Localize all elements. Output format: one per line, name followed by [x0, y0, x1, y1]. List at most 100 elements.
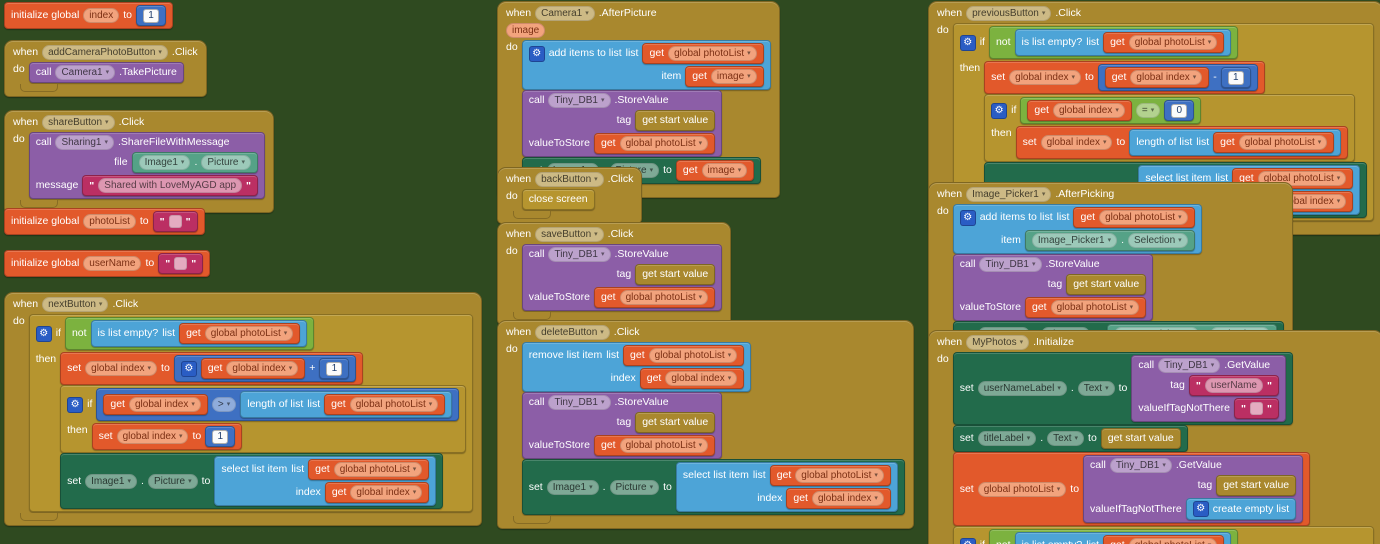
number-input[interactable]: 1: [142, 8, 159, 23]
dropdown-chip[interactable]: saveButton▾: [535, 227, 604, 242]
dropdown-chip[interactable]: addCameraPhotoButton▾: [42, 45, 168, 60]
variable-pill[interactable]: global photoList▾: [1099, 210, 1188, 225]
number-input[interactable]: 0: [1171, 103, 1188, 118]
variable-pill[interactable]: global index▾: [85, 361, 158, 376]
empty-text-block[interactable]: "": [1234, 398, 1279, 419]
variable-pill[interactable]: global photoList▾: [333, 462, 423, 477]
variable-pill[interactable]: global index▾: [1052, 103, 1125, 118]
dropdown-chip[interactable]: deleteButton▾: [535, 325, 610, 340]
dropdown-chip[interactable]: Tiny_DB1▾: [548, 93, 611, 108]
parameter-pill[interactable]: image: [506, 23, 546, 38]
variable-pill[interactable]: global index▾: [116, 429, 189, 444]
dropdown-chip[interactable]: =▾: [1135, 103, 1161, 118]
variable-pill[interactable]: global index▾: [226, 361, 299, 376]
mutator-gear-icon[interactable]: ⚙: [180, 360, 197, 377]
close-screen-block[interactable]: close screen: [521, 189, 595, 210]
dropdown-chip[interactable]: Image_Picker1▾: [966, 187, 1052, 202]
variable-pill[interactable]: global photoList▾: [1050, 300, 1140, 315]
dropdown-chip[interactable]: Tiny_DB1▾: [979, 257, 1042, 272]
variable-pill[interactable]: image▾: [710, 69, 757, 84]
mutator-gear-icon[interactable]: ⚙: [35, 325, 52, 342]
create-empty-list-block[interactable]: ⚙create empty list: [1185, 498, 1297, 520]
text-string-block[interactable]: "userName": [1188, 375, 1279, 396]
get-start-value-block[interactable]: get start value: [635, 412, 716, 433]
variable-pill[interactable]: global photoList▾: [619, 438, 709, 453]
parameter-pill[interactable]: userName: [83, 256, 142, 271]
dropdown-chip[interactable]: Picture▾: [609, 479, 660, 495]
variable-pill[interactable]: global photoList▾: [349, 397, 439, 412]
variable-pill[interactable]: global photoList▾: [619, 290, 709, 305]
dropdown-chip[interactable]: previousButton▾: [966, 6, 1052, 21]
get-start-value-block[interactable]: get start value: [1216, 475, 1297, 496]
mutator-gear-icon[interactable]: ⚙: [959, 209, 976, 226]
dropdown-chip[interactable]: Camera1▾: [535, 6, 595, 21]
number-block[interactable]: 0: [1164, 100, 1195, 121]
empty-string-field[interactable]: [168, 215, 182, 228]
property-getter-block[interactable]: Image1▾.Picture▾: [131, 152, 258, 173]
dropdown-chip[interactable]: >▾: [211, 397, 237, 412]
variable-pill[interactable]: global photoList▾: [1128, 35, 1218, 50]
number-input[interactable]: 1: [326, 361, 343, 376]
dropdown-chip[interactable]: Tiny_DB1▾: [548, 395, 611, 410]
variable-pill[interactable]: global photoList▾: [1238, 135, 1328, 150]
variable-pill[interactable]: global index▾: [1009, 70, 1082, 85]
dropdown-chip[interactable]: Image_Picker1▾: [1031, 233, 1118, 248]
number-block[interactable]: 1: [135, 5, 166, 26]
dropdown-chip[interactable]: Sharing1▾: [55, 135, 114, 150]
dropdown-chip[interactable]: Image1▾: [138, 155, 191, 170]
variable-pill[interactable]: global index▾: [665, 371, 738, 386]
dropdown-chip[interactable]: Tiny_DB1▾: [548, 247, 611, 262]
variable-pill[interactable]: global index▾: [128, 397, 201, 412]
get-start-value-block[interactable]: get start value: [1100, 428, 1181, 449]
dropdown-chip[interactable]: MyPhotos▾: [966, 335, 1030, 350]
text-value-field[interactable]: userName: [1204, 378, 1263, 393]
property-getter-block[interactable]: Image_Picker1▾.Selection▾: [1024, 230, 1195, 251]
variable-pill[interactable]: global photoList▾: [204, 326, 294, 341]
variable-pill[interactable]: global photoList▾: [619, 136, 709, 151]
dropdown-chip[interactable]: Text▾: [1047, 431, 1085, 446]
dropdown-chip[interactable]: backButton▾: [535, 172, 604, 187]
variable-pill[interactable]: image▾: [701, 163, 748, 178]
dropdown-chip[interactable]: shareButton▾: [42, 115, 115, 130]
text-string-block[interactable]: "Shared with LoveMyAGD app": [82, 175, 258, 196]
parameter-pill[interactable]: index: [83, 8, 120, 23]
